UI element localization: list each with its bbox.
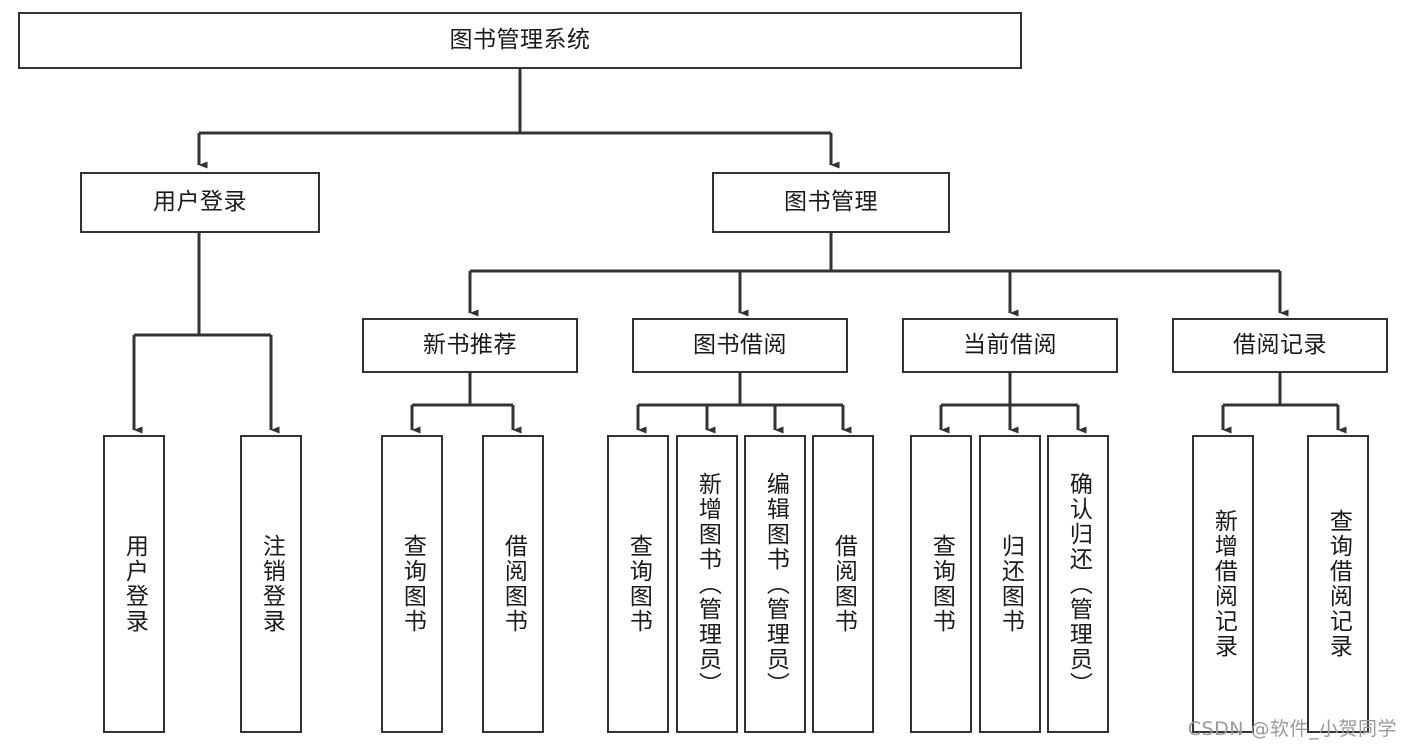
leaf-confirm-return-admin[interactable]: 确认归还（管理员） <box>1047 435 1109 733</box>
node-label: 新增图书（管理员） <box>694 471 721 697</box>
leaf-edit-book-admin[interactable]: 编辑图书（管理员） <box>744 435 806 733</box>
node-root-book-management-system[interactable]: 图书管理系统 <box>18 12 1022 69</box>
leaf-query-book-new-book[interactable]: 查询图书 <box>381 435 443 733</box>
node-label: 借阅记录 <box>1233 331 1327 358</box>
node-label: 查询图书 <box>928 534 955 634</box>
node-label: 借阅图书 <box>830 534 857 634</box>
node-borrowing-record[interactable]: 借阅记录 <box>1172 318 1388 373</box>
leaf-borrow-book-new-book[interactable]: 借阅图书 <box>482 435 544 733</box>
node-label: 图书管理系统 <box>449 26 591 53</box>
node-label: 归还图书 <box>997 534 1024 634</box>
node-label: 借阅图书 <box>500 534 527 634</box>
node-label: 图书借阅 <box>693 331 787 358</box>
watermark-text: CSDN @软件_小贺同学 <box>1187 718 1397 740</box>
node-new-book-recommendation[interactable]: 新书推荐 <box>362 318 578 373</box>
node-label: 查询借阅记录 <box>1325 509 1352 659</box>
node-label: 当前借阅 <box>963 331 1057 358</box>
leaf-query-book-current[interactable]: 查询图书 <box>910 435 972 733</box>
leaf-add-borrow-record[interactable]: 新增借阅记录 <box>1192 435 1254 733</box>
leaf-user-login[interactable]: 用户登录 <box>103 435 165 733</box>
node-label: 新书推荐 <box>423 331 517 358</box>
node-label: 确认归还（管理员） <box>1065 471 1092 697</box>
leaf-query-borrow-record[interactable]: 查询借阅记录 <box>1307 435 1369 733</box>
node-user-login[interactable]: 用户登录 <box>80 172 320 233</box>
leaf-user-logout[interactable]: 注销登录 <box>240 435 302 733</box>
node-label: 用户登录 <box>153 188 247 215</box>
node-book-management[interactable]: 图书管理 <box>712 172 950 233</box>
node-label: 查询图书 <box>625 534 652 634</box>
node-label: 注销登录 <box>258 534 285 634</box>
leaf-borrow-book-borrowing[interactable]: 借阅图书 <box>812 435 874 733</box>
node-label: 用户登录 <box>121 534 148 634</box>
leaf-return-book[interactable]: 归还图书 <box>979 435 1041 733</box>
node-label: 查询图书 <box>399 534 426 634</box>
leaf-query-book-borrowing[interactable]: 查询图书 <box>607 435 669 733</box>
node-label: 编辑图书（管理员） <box>762 471 789 697</box>
node-label: 图书管理 <box>784 188 878 215</box>
node-current-borrowing[interactable]: 当前借阅 <box>902 318 1118 373</box>
node-book-borrowing[interactable]: 图书借阅 <box>632 318 848 373</box>
node-label: 新增借阅记录 <box>1210 509 1237 659</box>
leaf-add-book-admin[interactable]: 新增图书（管理员） <box>676 435 738 733</box>
